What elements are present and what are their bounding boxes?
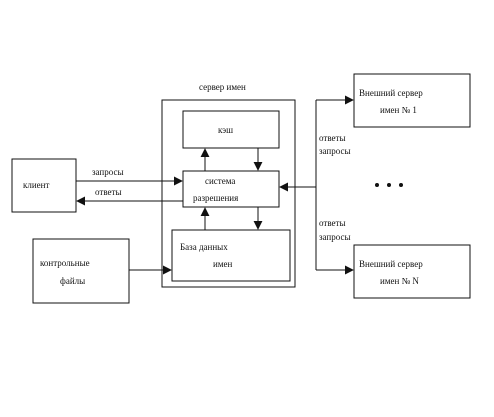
side-requests-label-1: запросы [319,146,351,156]
client-box [11,158,77,213]
control-files-label-line1: контрольные [40,258,90,268]
ellipsis-dot [387,183,391,187]
side-responses-label-1: ответы [319,133,346,143]
ellipsis-dot [399,183,403,187]
ellipsis-dot [375,183,379,187]
side-responses-label-2: ответы [319,218,346,228]
cache-box [182,110,280,149]
external-server-1-label-line2: имен № 1 [380,105,417,115]
database-label-line1: База данных [180,242,228,252]
side-requests-label-2: запросы [319,232,351,242]
database-box [171,229,291,282]
requests-label: запросы [92,167,124,177]
external-server-1-box [353,73,471,128]
resolver-label-line2: разрешения [193,193,238,203]
resolver-label-line1: система [205,176,235,186]
name-server-label: сервер имен [199,82,246,92]
database-label-line2: имен [213,259,233,269]
cache-label: кэш [218,125,233,135]
control-files-label-line2: файлы [60,276,85,286]
external-server-n-label-line2: имен № N [380,276,419,286]
responses-label: ответы [95,187,122,197]
external-server-n-box [353,244,471,299]
external-server-n-label-line1: Внешний сервер [359,259,423,269]
client-label: клиент [23,180,49,190]
resolver-box [182,170,280,208]
external-server-1-label-line1: Внешний сервер [359,88,423,98]
control-files-box [32,238,130,304]
